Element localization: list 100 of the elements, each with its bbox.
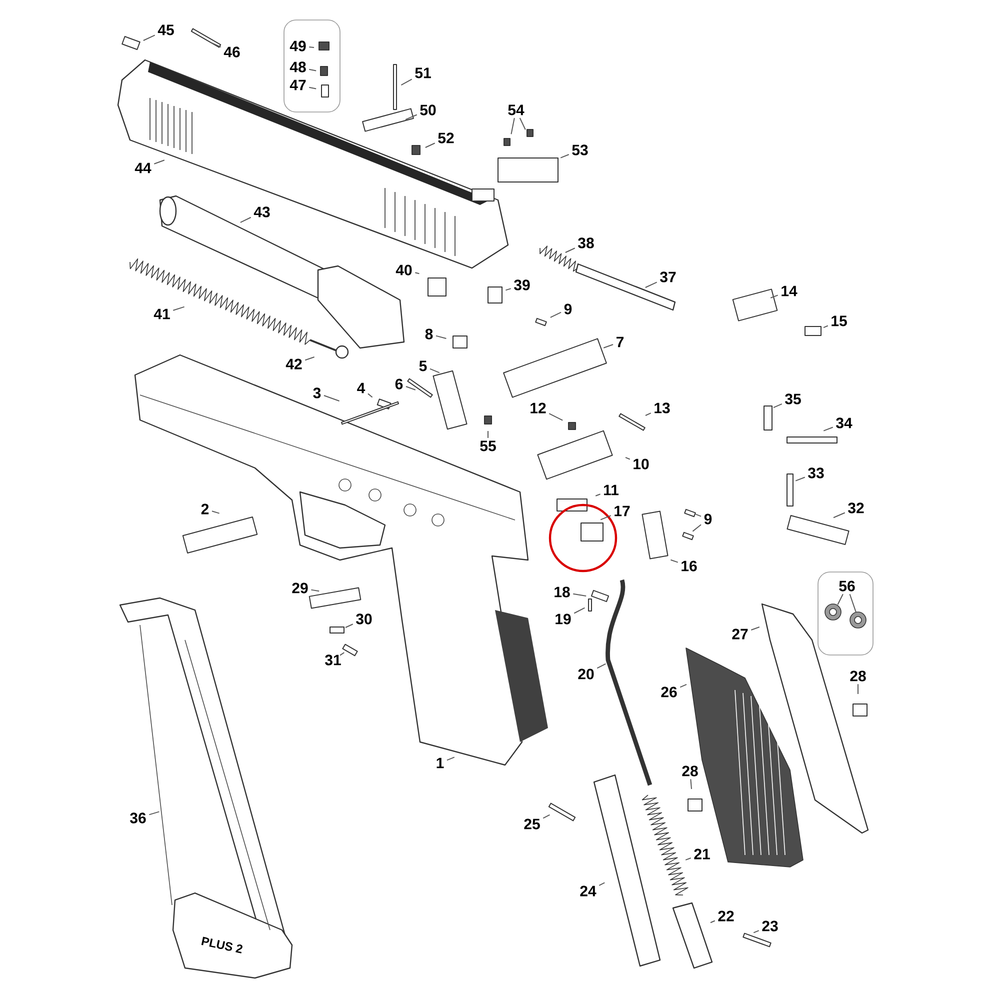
callout-number: 31 [325, 654, 341, 666]
callout-number: 49 [290, 40, 306, 52]
leader-line [435, 335, 447, 339]
callout-number: 14 [782, 286, 798, 296]
callout-number: 23 [762, 920, 778, 932]
callout-number: 24 [580, 886, 596, 896]
leader-line [823, 426, 834, 432]
leader-line [400, 78, 412, 86]
callout-number: 29 [292, 582, 308, 594]
callout-number: 37 [660, 272, 676, 282]
callout-number: 15 [832, 316, 847, 326]
leader-line [142, 34, 156, 41]
leader-line [154, 160, 165, 164]
leader-line [340, 652, 345, 656]
leader-line [172, 306, 185, 311]
leader-line [367, 393, 373, 398]
leader-line [644, 282, 658, 288]
leader-line [595, 494, 601, 496]
leader-line [308, 68, 317, 72]
callout-number: 30 [356, 614, 372, 624]
callout-number: 35 [785, 394, 801, 404]
magazine-marking: PLUS 2 [201, 936, 242, 954]
leader-line [429, 368, 440, 374]
callout-number: 27 [732, 628, 748, 640]
leader-line [548, 413, 564, 421]
leader-line [510, 118, 515, 135]
callout-number: 44 [134, 162, 152, 174]
callout-number: 38 [578, 238, 594, 248]
callout-number: 34 [836, 418, 852, 428]
callout-number: 28 [682, 766, 698, 776]
callout-number: 41 [154, 308, 170, 320]
callout-number: 5 [419, 360, 427, 372]
callout-number: 10 [634, 458, 649, 470]
callout-number: 36 [130, 812, 146, 824]
callout-number: 13 [654, 402, 670, 414]
callout-number: 12 [530, 402, 546, 414]
leader-line [685, 858, 692, 860]
callout-number: 20 [578, 668, 594, 680]
callout-number: 7 [616, 336, 624, 348]
leader-line [837, 594, 844, 606]
callout-number: 47 [290, 80, 306, 90]
leader-line [572, 593, 587, 596]
callout-number: 33 [808, 468, 824, 478]
leader-line [310, 589, 320, 592]
leader-line [645, 412, 652, 416]
leader-line [308, 86, 317, 90]
callout-number: 52 [438, 132, 454, 144]
callout-number: 11 [604, 484, 619, 496]
leader-line [405, 386, 416, 390]
callout-number: 16 [682, 560, 697, 572]
leader-line [695, 514, 702, 517]
leader-line [598, 882, 606, 886]
callout-number: 21 [694, 848, 710, 860]
callout-number: 28 [850, 670, 866, 682]
callout-number: 42 [286, 358, 302, 370]
leader-line [670, 559, 678, 563]
callout-number: 50 [420, 104, 436, 116]
leader-line [308, 46, 314, 48]
leader-line [710, 920, 716, 924]
leader-line [795, 476, 806, 482]
leader-line [833, 512, 846, 518]
callout-number: 26 [661, 686, 677, 698]
leader-line [770, 294, 778, 298]
callout-number: 6 [395, 378, 403, 390]
callout-number: 55 [480, 440, 496, 452]
callout-number: 46 [224, 46, 240, 58]
callout-number: 39 [514, 280, 530, 290]
callout-number: 25 [524, 818, 540, 830]
leader-line [560, 154, 570, 158]
callout-number: 18 [554, 586, 570, 598]
leader-line [414, 272, 420, 274]
leader-line [773, 403, 782, 408]
leader-line [550, 312, 562, 318]
callout-number: 22 [718, 910, 734, 922]
leader-line [446, 756, 455, 761]
leader-line [680, 684, 688, 688]
leader-line [574, 607, 586, 614]
callout-number: 51 [415, 68, 431, 78]
leader-line [823, 325, 828, 328]
leader-line [519, 118, 526, 130]
leader-line [596, 663, 606, 669]
leader-line [542, 814, 550, 819]
leader-line [625, 456, 630, 460]
callout-number: 17 [614, 506, 630, 516]
callout-number: 3 [313, 388, 321, 398]
leader-line [240, 216, 252, 223]
callout-number: 4 [357, 382, 366, 394]
leader-line [603, 344, 614, 348]
callout-number: 43 [254, 206, 270, 218]
leader-line [211, 510, 220, 514]
leader-line [345, 624, 354, 628]
callout-number: 53 [572, 144, 588, 156]
leader-line [753, 930, 760, 934]
leader-line [505, 288, 512, 291]
leader-line [148, 811, 160, 816]
leader-line [600, 515, 612, 520]
leader-line [323, 395, 340, 402]
leader-line [424, 142, 436, 148]
leader-line [405, 114, 418, 120]
callout-number: 45 [158, 24, 174, 36]
